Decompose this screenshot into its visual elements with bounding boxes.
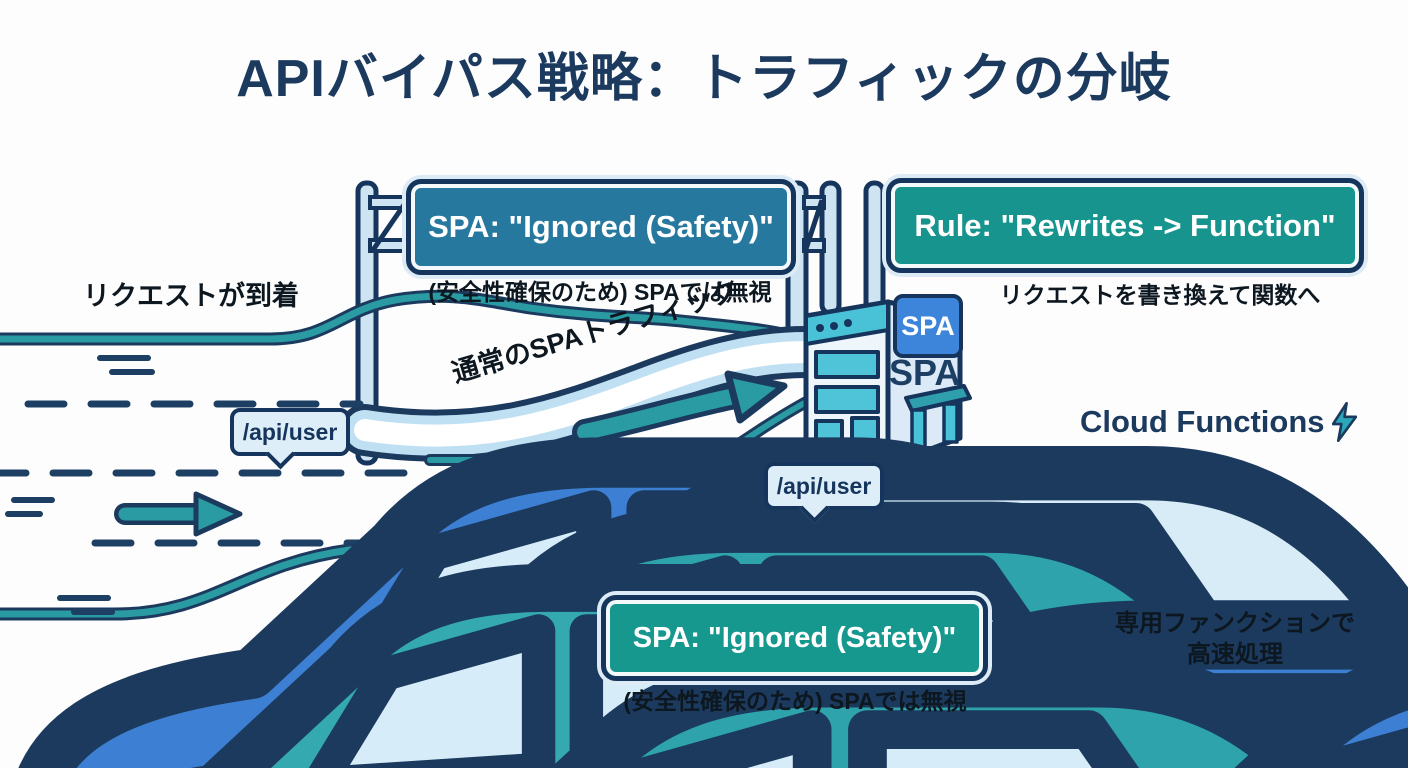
spa-wall-text: SPA xyxy=(889,352,961,393)
sign-spa-ignored-top: SPA: "Ignored (Safety)" xyxy=(406,179,796,275)
cloud-functions-title: Cloud Functions xyxy=(1080,402,1357,442)
sign-gantry xyxy=(355,180,886,466)
cloud-functions-title-text: Cloud Functions xyxy=(1080,404,1325,439)
request-arrival-label: リクエストが到着 xyxy=(83,281,299,311)
sign-spa-ignored-top-subtitle: (安全性確保のため) SPAでは無視 xyxy=(428,279,772,305)
sign-rule-rewrites: Rule: "Rewrites -> Function" xyxy=(886,178,1364,273)
api-user-bubble-middle: /api/user xyxy=(764,462,884,510)
cloud-functions-caption-line1: 専用ファンクションで xyxy=(1115,610,1355,637)
cloud-functions-caption-line2: 高速処理 xyxy=(1187,641,1283,668)
lightning-icon xyxy=(1331,402,1357,442)
sign-rule-rewrites-subtitle: リクエストを書き換えて関数へ xyxy=(999,282,1321,308)
sign-spa-ignored-bottom-subtitle: (安全性確保のため) SPAでは無視 xyxy=(623,688,967,714)
cloud-functions-caption: 専用ファンクションで 高速処理 xyxy=(1100,608,1370,670)
api-user-bubble-left: /api/user xyxy=(230,408,350,456)
spa-badge: SPA xyxy=(893,294,963,358)
sign-spa-ignored-bottom: SPA: "Ignored (Safety)" xyxy=(601,595,988,681)
diagram-title: APIバイパス戦略：トラフィックの分岐 xyxy=(236,50,1172,108)
